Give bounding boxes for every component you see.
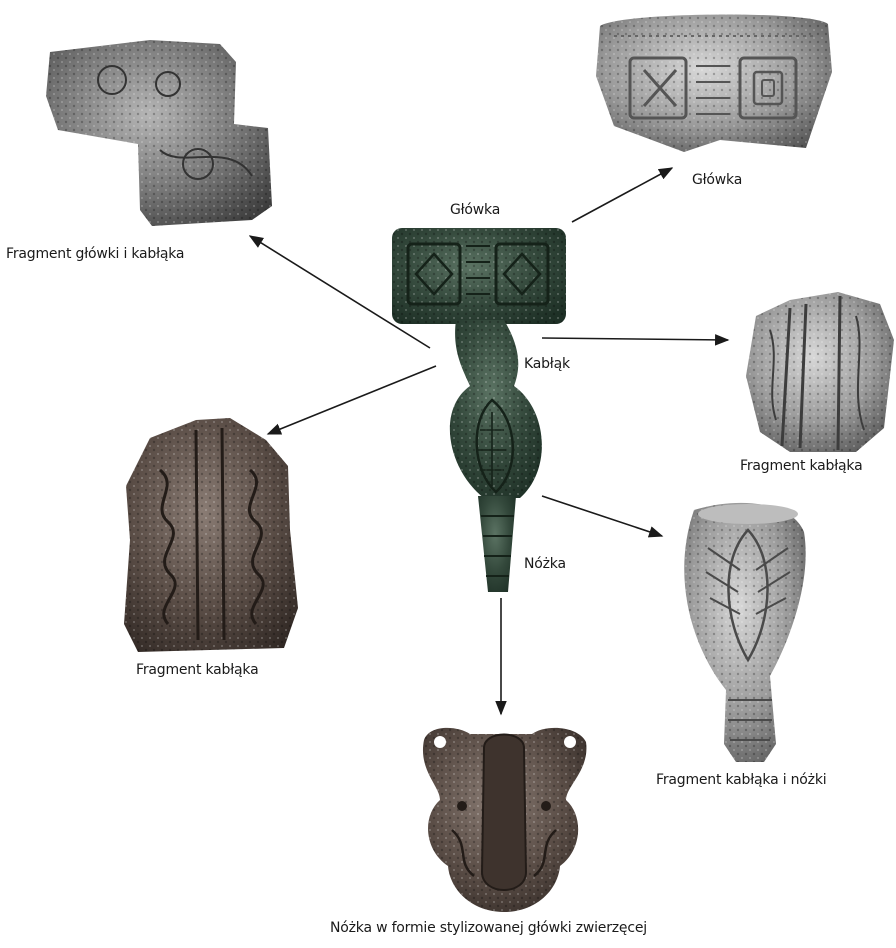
fragment-kablaka-left-photo <box>124 418 298 652</box>
label-glowka-center: Główka <box>450 202 500 218</box>
label-kablak-center: Kabłąk <box>524 356 570 372</box>
fragment-glowki-kablaka-photo <box>46 40 272 226</box>
label-nozka-center: Nóżka <box>524 556 566 572</box>
fragment-glowka-photo <box>596 14 832 152</box>
label-fragment-kablaka-left: Fragment kabłąka <box>136 662 258 678</box>
fragment-kablaka-right-photo <box>746 292 894 452</box>
fragment-kablaka-nozki-photo <box>684 503 805 762</box>
label-glowka-top-right: Główka <box>692 172 742 188</box>
arrow-to-fragment-kablaka-left <box>268 366 436 434</box>
label-nozka-zwierzeca: Nóżka w formie stylizowanej główki zwier… <box>330 920 647 936</box>
arrow-to-fragment-kablaka-right <box>542 338 728 340</box>
arrow-to-glowka <box>572 168 672 222</box>
label-fragment-glowki-kablaka: Fragment główki i kabłąka <box>6 246 184 262</box>
central-fibula <box>392 228 566 592</box>
nozka-zwierzeca-photo <box>423 728 586 912</box>
label-fragment-kablaka-right: Fragment kabłąka <box>740 458 862 474</box>
label-fragment-kablaka-nozki: Fragment kabłąka i nóżki <box>656 772 826 788</box>
arrow-to-fragment-kablaka-nozki <box>542 496 662 536</box>
